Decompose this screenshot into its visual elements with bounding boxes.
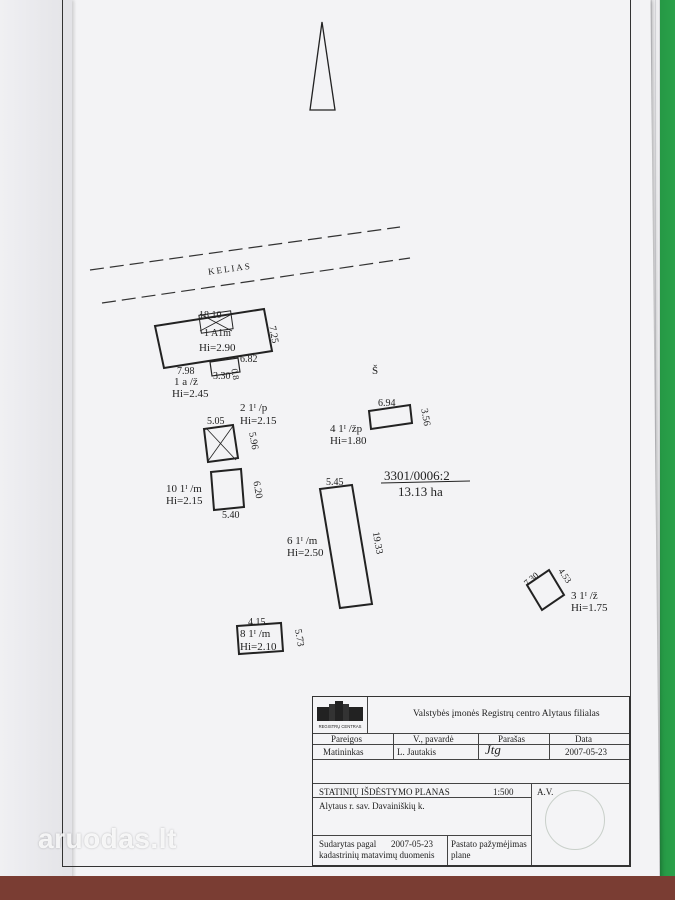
building-6-height: Hi=2.50 bbox=[287, 547, 324, 559]
building-10-height: Hi=2.15 bbox=[166, 495, 203, 507]
registry-logo: REGISTRŲ CENTRAS bbox=[317, 701, 363, 729]
certificate-label: Pastato pažymėjimas bbox=[451, 839, 527, 849]
building-1a-name: 1 a /ž bbox=[174, 376, 198, 388]
compiled-date: 2007-05-23 bbox=[391, 839, 433, 849]
surveyor-position: Matininkas bbox=[323, 747, 364, 757]
building-2 bbox=[202, 423, 240, 464]
dim-6-a: 5.45 bbox=[326, 477, 344, 488]
dim-4-b: 3.56 bbox=[418, 408, 432, 427]
building-1a-height: Hi=2.45 bbox=[172, 388, 209, 400]
building-4 bbox=[367, 403, 414, 431]
road-edge-top bbox=[89, 226, 401, 271]
dim-2-a: 5.05 bbox=[207, 416, 225, 427]
road-label: KELIAS bbox=[207, 261, 252, 277]
dim-1a-d: 0.8 bbox=[229, 368, 241, 381]
building-3 bbox=[235, 621, 285, 656]
building-2-height: Hi=2.15 bbox=[240, 415, 277, 427]
building-4-height: Hi=1.80 bbox=[330, 435, 367, 447]
building-3-height: Hi=2.10 bbox=[240, 641, 277, 653]
building-1A-annex bbox=[198, 310, 234, 334]
sheet-label: A.V. bbox=[537, 787, 554, 797]
building-1a bbox=[209, 357, 241, 377]
north-arrow-icon bbox=[309, 21, 336, 111]
dim-3-b: 5.73 bbox=[292, 628, 306, 647]
table-surface bbox=[0, 876, 675, 900]
plan-scale: 1:500 bbox=[493, 787, 514, 797]
building-6-name: 6 1ᴵ /m bbox=[287, 535, 318, 547]
building-1A-name: 1 A1m bbox=[204, 328, 231, 339]
building-6 bbox=[318, 483, 374, 610]
dim-2-b: 5.96 bbox=[246, 431, 260, 450]
header-position: Pareigos bbox=[331, 734, 362, 744]
dim-8-a: 7.30 bbox=[522, 570, 541, 588]
road-edge-bottom bbox=[101, 257, 411, 304]
dim-3-a: 4.15 bbox=[248, 617, 266, 628]
header-name: V., pavardė bbox=[413, 734, 454, 744]
compiled-source: kadastrinių matavimų duomenis bbox=[319, 850, 435, 860]
dim-1A-b: 7.25 bbox=[266, 325, 280, 344]
dim-6-b: 19.33 bbox=[370, 531, 385, 555]
watermark: aruodas.lt bbox=[38, 823, 177, 854]
parcel-number: 3301/0006:2 bbox=[384, 468, 450, 483]
compiled-label: Sudarytas pagal bbox=[319, 839, 377, 849]
drawing-frame bbox=[62, 0, 631, 867]
dim-1a-c: 3.30 bbox=[213, 371, 231, 382]
dim-1a-b: 7.98 bbox=[177, 366, 195, 377]
official-stamp bbox=[545, 790, 605, 850]
dim-1A-a: 18.10 bbox=[199, 310, 222, 321]
building-10-name: 10 1ᴵ /m bbox=[166, 483, 202, 495]
building-3-name: 8 1ᴵ /m bbox=[240, 628, 271, 640]
address: Alytaus r. sav. Davainiškių k. bbox=[319, 801, 425, 811]
surveyor-name: L. Jautakis bbox=[397, 747, 436, 757]
parcel-divider bbox=[380, 480, 471, 484]
well-symbol: Š bbox=[372, 365, 378, 377]
building-10 bbox=[209, 467, 246, 512]
certificate-label-2: plane bbox=[451, 850, 471, 860]
dim-8-b: 4.53 bbox=[556, 566, 574, 585]
parcel-area: 13.13 ha bbox=[398, 484, 443, 499]
header-signature: Parašas bbox=[498, 734, 525, 744]
surveyor-date: 2007-05-23 bbox=[565, 747, 607, 757]
plan-title: STATINIŲ IŠDĖSTYMO PLANAS bbox=[319, 787, 450, 797]
surveyor-signature: Jtg bbox=[485, 742, 501, 757]
building-4-name: 4 1ᴵ /žp bbox=[330, 423, 363, 435]
dim-10-b: 5.40 bbox=[222, 510, 240, 521]
left-page bbox=[0, 0, 72, 900]
dim-10-a: 6.20 bbox=[250, 480, 264, 499]
building-8 bbox=[525, 568, 566, 612]
dim-1a-a: 6.82 bbox=[240, 354, 258, 365]
organization-name: Valstybės įmonės Registrų centro Alytaus… bbox=[413, 709, 600, 719]
building-8-height: Hi=1.75 bbox=[571, 602, 608, 614]
dim-4-a: 6.94 bbox=[378, 398, 396, 409]
header-date: Data bbox=[575, 734, 592, 744]
building-1A bbox=[153, 307, 274, 370]
building-1A-height: Hi=2.90 bbox=[199, 342, 236, 354]
logo-text: REGISTRŲ CENTRAS bbox=[319, 724, 362, 729]
building-8-name: 3 1ᴵ /ž bbox=[571, 590, 598, 602]
building-2-name: 2 1ᴵ /p bbox=[240, 402, 268, 414]
